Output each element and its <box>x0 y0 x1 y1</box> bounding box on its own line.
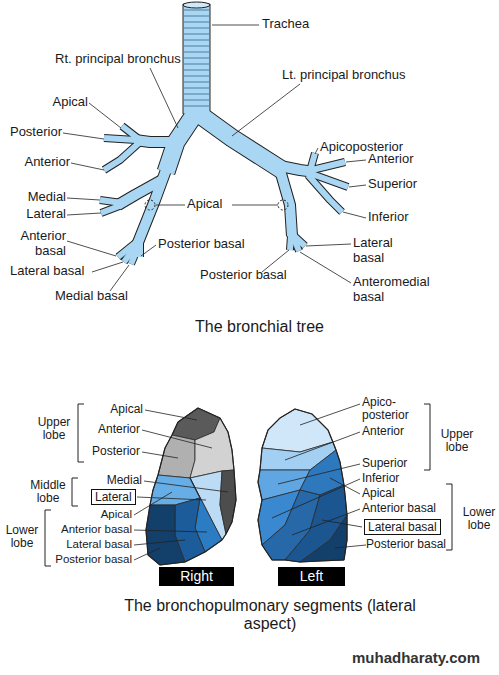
segment-label: Apical <box>53 95 88 110</box>
segment-label: Medial <box>107 474 142 487</box>
segment-label: Posterior <box>92 445 140 458</box>
lobe-label: Upper lobe <box>436 428 478 455</box>
bronchus-outline <box>100 126 348 264</box>
side-tag: Left <box>278 567 345 586</box>
apical-bronchus-opening <box>145 200 155 210</box>
segment-label: Posterior basal <box>366 538 446 551</box>
segment-label: Medial <box>28 190 66 205</box>
segment-label: Posterior basal <box>55 553 132 566</box>
part-label: Trachea <box>262 17 309 32</box>
segment-label: Posterior basal <box>158 237 245 252</box>
segment-label: Anterior basal <box>6 229 66 258</box>
leader-line <box>134 404 366 560</box>
segment-label: Medial basal <box>55 289 128 304</box>
segment-label: Lateral basal <box>10 264 84 279</box>
segment-label: Lateral basal <box>66 538 132 551</box>
boxed-segment-label: Lateral basal <box>364 519 441 535</box>
trachea-tube <box>183 4 210 114</box>
side-tag: Right <box>159 567 234 586</box>
segment-label: Lateral <box>26 207 66 222</box>
part-label: Lt. principal bronchus <box>282 68 406 83</box>
segment-label: Superior <box>362 457 407 470</box>
lobe-label: Middle lobe <box>26 479 70 506</box>
bronchus-fill <box>118 140 315 245</box>
segment-label: Anterior <box>24 155 70 170</box>
lung-segment <box>158 435 195 478</box>
lung-outline <box>146 408 236 565</box>
trachea-rings <box>184 10 209 106</box>
segment-label: Apical <box>101 508 132 521</box>
segment-label: Anterior <box>368 152 414 167</box>
lung-segment <box>146 505 185 565</box>
part-label: Rt. principal bronchus <box>55 52 181 67</box>
segment-label: Anterior <box>362 425 404 438</box>
segment-label: Inferior <box>368 210 408 225</box>
segment-label: Inferior <box>362 472 399 485</box>
segment-label: Anterior basal <box>61 523 132 536</box>
segment-label: Apical <box>110 403 143 416</box>
bronchial-tree <box>100 2 348 264</box>
segment-label: Apico- posterior <box>362 396 414 423</box>
figure-caption: The bronchopulmonary segments (lateral a… <box>100 597 440 633</box>
node-text: Lateral basal <box>368 520 437 534</box>
segment-label: Posterior basal <box>200 268 287 283</box>
segment-label: Apical <box>187 197 222 212</box>
segment-label: Anteromedial basal <box>353 275 445 304</box>
bronchus-outline <box>166 112 282 172</box>
lung-segment <box>220 470 236 534</box>
lobe-label: Lower lobe <box>459 506 499 533</box>
lobe-label: Upper lobe <box>34 416 74 443</box>
segment-label: Apical <box>362 487 395 500</box>
lobe-bracket <box>45 404 452 566</box>
segment-label: Superior <box>368 177 417 192</box>
node-text: Left <box>278 567 345 586</box>
segment-label: Lateral basal <box>353 236 403 265</box>
trachea-top <box>183 2 210 8</box>
lung-outline <box>258 409 347 562</box>
boxed-segment-label: Lateral <box>91 489 136 505</box>
bronchus-fill <box>166 112 282 172</box>
watermark: muhadharaty.com <box>352 650 480 667</box>
node-text: Right <box>159 567 234 586</box>
bronchus-fill <box>100 126 348 264</box>
left-lung <box>258 409 347 562</box>
segment-label: Anterior <box>98 423 140 436</box>
segment-label: Anterior basal <box>362 502 436 515</box>
lung-segment <box>285 485 347 562</box>
lung-segment <box>300 515 347 562</box>
right-lung <box>146 408 236 565</box>
apical-bronchus-opening <box>278 200 288 210</box>
segment-label: Posterior <box>10 125 62 140</box>
lobe-label: Lower lobe <box>1 524 43 551</box>
figure-caption: The bronchial tree <box>195 318 324 336</box>
node-text: Lateral <box>95 490 132 504</box>
bronchus-outline <box>118 140 315 245</box>
